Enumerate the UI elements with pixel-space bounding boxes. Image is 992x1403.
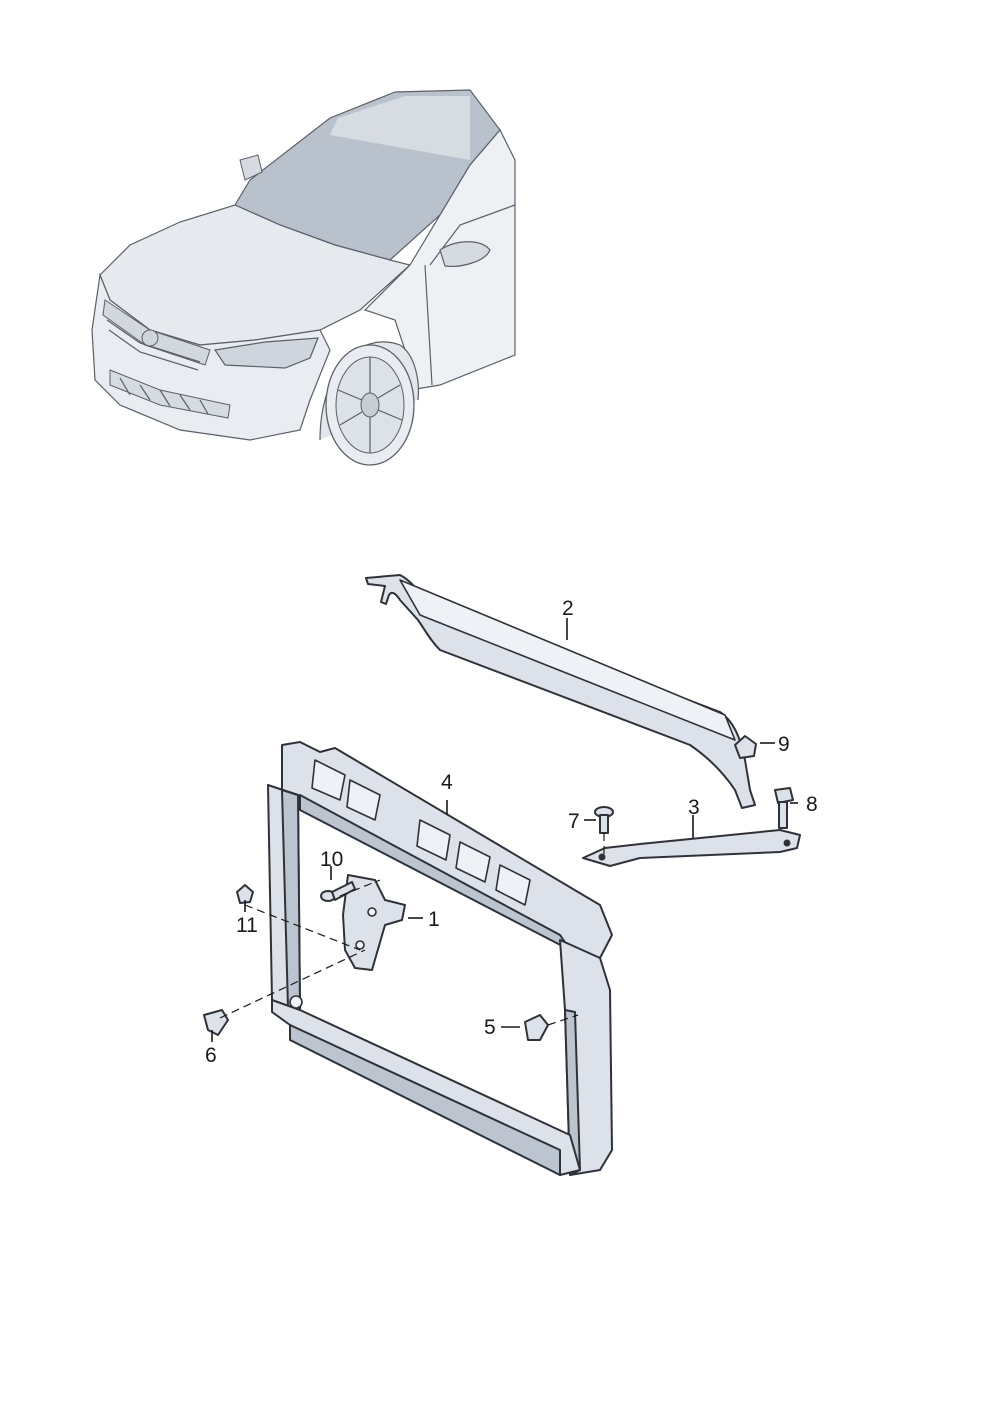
callout-3: 3	[688, 796, 700, 819]
vehicle-overview-illustration	[91, 89, 516, 466]
callout-8: 8	[806, 793, 818, 816]
nut-part-11	[236, 884, 254, 904]
callout-7: 7	[568, 810, 580, 833]
callout-9: 9	[778, 733, 790, 756]
bolt-part-8	[774, 787, 794, 829]
callout-11: 11	[236, 914, 258, 937]
bracket-part-1	[342, 874, 406, 971]
screw-part-7	[594, 806, 614, 834]
callout-2: 2	[562, 597, 574, 620]
screw-part-10	[320, 881, 356, 902]
callout-5: 5	[484, 1016, 496, 1039]
callout-6: 6	[205, 1044, 217, 1067]
nut-part-9	[734, 735, 757, 759]
expansion-nut-part-5	[524, 1014, 549, 1041]
expansion-nut-part-6	[203, 1009, 229, 1036]
callout-4: 4	[441, 771, 453, 794]
callout-10: 10	[320, 848, 344, 871]
lock-carrier-part-4	[267, 741, 613, 1176]
leader-lines	[211, 618, 798, 1042]
callout-1: 1	[428, 908, 440, 931]
lower-brace-part-3	[582, 829, 801, 867]
fasteners	[203, 735, 794, 1041]
upper-cross-member-part-2	[365, 574, 756, 809]
